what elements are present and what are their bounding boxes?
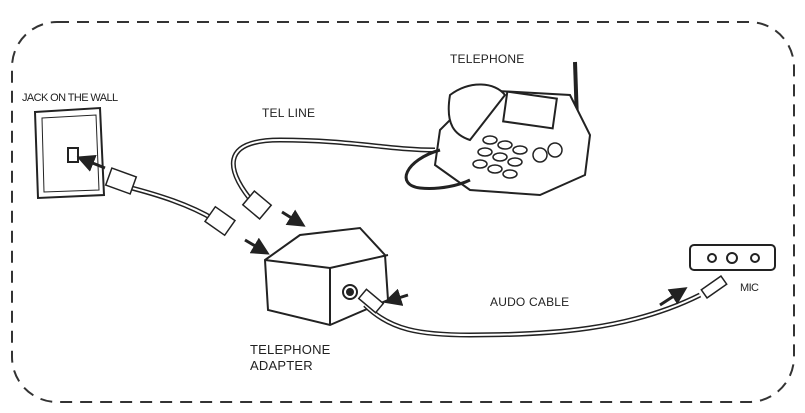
dashed-border [11,21,795,403]
telephone-label: TELEPHONE [450,52,525,66]
adapter-label-line2: ADAPTER [250,358,313,373]
telephone-adapter-icon [263,226,390,327]
audio-cable-icon [357,274,728,338]
audio-cable-label: AUDO CABLE [490,295,570,309]
mic-icon [689,244,776,271]
tel-line-label: TEL LINE [262,106,316,120]
wall-jack-icon [33,106,106,200]
jack-on-wall-label: JACK ON THE WALL [22,92,118,104]
adapter-label-line1: TELEPHONE [250,342,331,357]
tel-line-cord-icon [230,137,436,227]
telephone-icon [404,61,592,197]
phone-cord-icon [76,154,270,255]
mic-label: MIC [740,282,759,294]
